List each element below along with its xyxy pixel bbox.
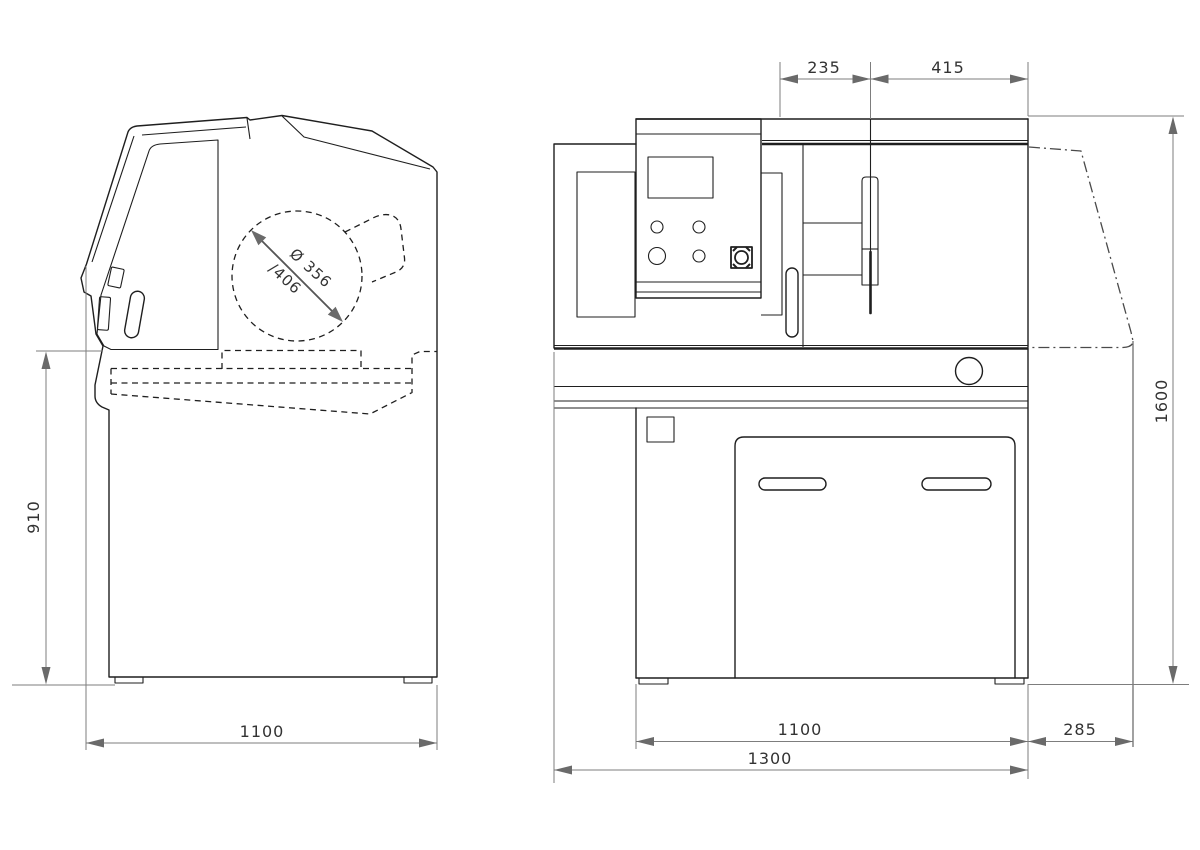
hinge-column: [761, 172, 783, 316]
extraction-nozzle-dashed: [344, 213, 406, 283]
side-view: Ø 356 /406 910 1100: [12, 114, 438, 750]
hood-handle-slot: [123, 290, 146, 339]
arrowhead-left-icon: [86, 738, 104, 748]
front-foot-left: [638, 677, 669, 685]
hood-open-phantom-outline: [1028, 146, 1134, 349]
overall-width-label: 1300: [748, 749, 793, 768]
arrowhead-right-icon: [1115, 737, 1133, 746]
overall-height-label: 1600: [1152, 379, 1171, 424]
hood-hinge-detail: [96, 296, 112, 331]
table-band: [554, 344, 1028, 409]
door-handle-right: [921, 477, 992, 491]
arrowhead-down-icon: [41, 667, 51, 685]
dimension-table-height: 910: [12, 350, 115, 686]
dimension-offsets-top: 235 415: [779, 58, 1029, 119]
dimension-overall-depth: 1100: [85, 266, 438, 750]
control-panel: [635, 118, 762, 299]
side-foot-right: [403, 676, 433, 684]
front-view: 235 415 1600 1100 285: [553, 58, 1189, 783]
display-screen: [647, 156, 714, 199]
panel-knob: [647, 246, 667, 266]
drain-knob: [954, 356, 984, 386]
table-height-label: 910: [24, 500, 43, 534]
overall-depth-label: 1100: [240, 722, 285, 741]
arrowhead-nw-icon: [251, 230, 267, 246]
arrowhead-left-icon: [780, 74, 798, 84]
side-foot-left: [114, 676, 144, 684]
dimension-overall-height: 1600: [1028, 115, 1189, 685]
arrowhead-right-icon: [852, 74, 871, 84]
side-machine-outline: [80, 114, 438, 678]
arrowhead-se-icon: [327, 306, 343, 322]
cabinet-door: [734, 436, 1016, 679]
arrowhead-up-icon: [1168, 116, 1178, 134]
hood-latch-detail: [107, 266, 125, 289]
front-left-shoulder: [553, 143, 637, 349]
dimension-wheel-diameter: Ø 356 /406: [251, 230, 343, 322]
hood-door-panel: [96, 139, 219, 351]
arrowhead-right-icon: [419, 738, 437, 748]
offset-right-label: 415: [931, 58, 965, 77]
arrowhead-down-icon: [1168, 666, 1178, 684]
cutting-wheel-dashed-circle: [231, 210, 363, 342]
arrowhead-left-icon: [1028, 737, 1046, 746]
panel-button-3: [692, 249, 706, 263]
service-hatch: [646, 416, 675, 443]
hood-top-seam: [246, 117, 251, 140]
front-handle-slot: [785, 267, 799, 338]
cabinet-width-label: 1100: [778, 720, 823, 739]
hood-top-bevel-line: [141, 126, 247, 136]
wheel-arm-assembly: [803, 119, 879, 315]
arrowhead-right-icon: [1010, 737, 1028, 746]
offset-left-label: 235: [807, 58, 841, 77]
front-foot-right: [994, 677, 1025, 685]
base-cabinet: [635, 407, 1029, 685]
door-handle-left: [758, 477, 827, 491]
wheel-guard-column: [861, 176, 879, 286]
panel-button-1: [650, 220, 664, 234]
emergency-stop-button: [730, 246, 753, 269]
body-top-seam: [281, 115, 431, 170]
arrowhead-left-icon: [636, 737, 654, 746]
right-clearance-label: 285: [1063, 720, 1097, 739]
arrowhead-up-icon: [41, 351, 51, 369]
table-hidden-outline: [110, 349, 437, 415]
panel-button-2: [692, 220, 706, 234]
dimension-bottom-widths: 1100 285 1300: [553, 352, 1133, 783]
arrowhead-left-icon: [870, 74, 889, 84]
arrowhead-left-icon: [554, 765, 572, 775]
arrowhead-right-icon: [1010, 765, 1028, 775]
side-window: [576, 171, 636, 318]
arrowhead-right-icon: [1010, 74, 1028, 84]
hood-front-bevel-line: [91, 135, 135, 263]
